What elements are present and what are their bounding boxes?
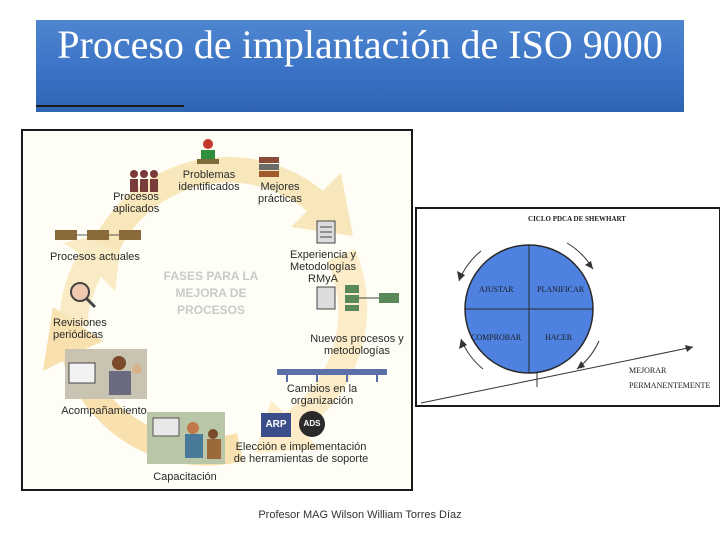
step-eleccion: Elección e implementación de herramienta…: [233, 441, 369, 465]
pdca-hacer: HACER: [545, 333, 573, 342]
pdca-title: CICLO PDCA DE SHEWHART: [528, 215, 626, 223]
pdca-wheel: [420, 242, 694, 404]
training-photo: [147, 412, 225, 464]
problem-person-icon: [193, 137, 223, 167]
step-procesos-actuales: Procesos actuales: [50, 251, 140, 263]
step-experiencia: Experiencia y Metodologías RMyA: [289, 249, 357, 285]
step-mejores-practicas: Mejores prácticas: [257, 181, 303, 205]
step-procesos-aplicados: Procesos aplicados: [112, 191, 160, 215]
title-underline: [36, 105, 184, 107]
step-problemas: Problemas identificados: [178, 169, 240, 193]
documents-icon: [315, 219, 339, 245]
org-chart-icon: [277, 367, 387, 383]
pdca-mejorar-line2: PERMANENTEMENTE: [629, 381, 711, 390]
process-flow-icon: [53, 227, 143, 243]
new-process-icon: [315, 283, 405, 313]
pdca-mejorar-line1: MEJORAR: [629, 366, 667, 375]
people-icon: [127, 169, 161, 193]
pdca-cycle-diagram: CICLO PDCA DE SHEWHART AJUSTAR PLANIFICA…: [415, 207, 720, 407]
arp-logo: ARP: [261, 413, 291, 437]
meeting-photo: [65, 349, 147, 399]
slide-footer: Profesor MAG Wilson William Torres Díaz: [258, 509, 462, 521]
cycle-center-label: FASES PARA LA MEJORA DE PROCESOS: [163, 269, 259, 317]
step-nuevos-procesos: Nuevos procesos y metodologías: [310, 333, 404, 357]
process-improvement-cycle: ARP ADS FASES PARA LA MEJORA DE PROCESOS…: [21, 129, 413, 491]
ads-logo: ADS: [299, 411, 325, 437]
step-acompanamiento: Acompañamiento: [61, 405, 147, 417]
step-cambios: Cambios en la organización: [286, 383, 358, 407]
pdca-comprobar: COMPROBAR: [471, 333, 522, 342]
books-icon: [257, 153, 281, 179]
pdca-ajustar: AJUSTAR: [479, 285, 514, 294]
slide-title: Proceso de implantación de ISO 9000: [57, 22, 663, 67]
pdca-planificar: PLANIFICAR: [537, 285, 585, 294]
step-capacitacion: Capacitación: [153, 471, 217, 483]
step-revisiones: Revisiones periódicas: [53, 317, 107, 341]
slide-title-bar: Proceso de implantación de ISO 9000: [36, 20, 684, 112]
magnifier-icon: [67, 279, 97, 309]
pdca-mejorar-label: MEJORAR PERMANENTEMENTE: [629, 365, 710, 392]
